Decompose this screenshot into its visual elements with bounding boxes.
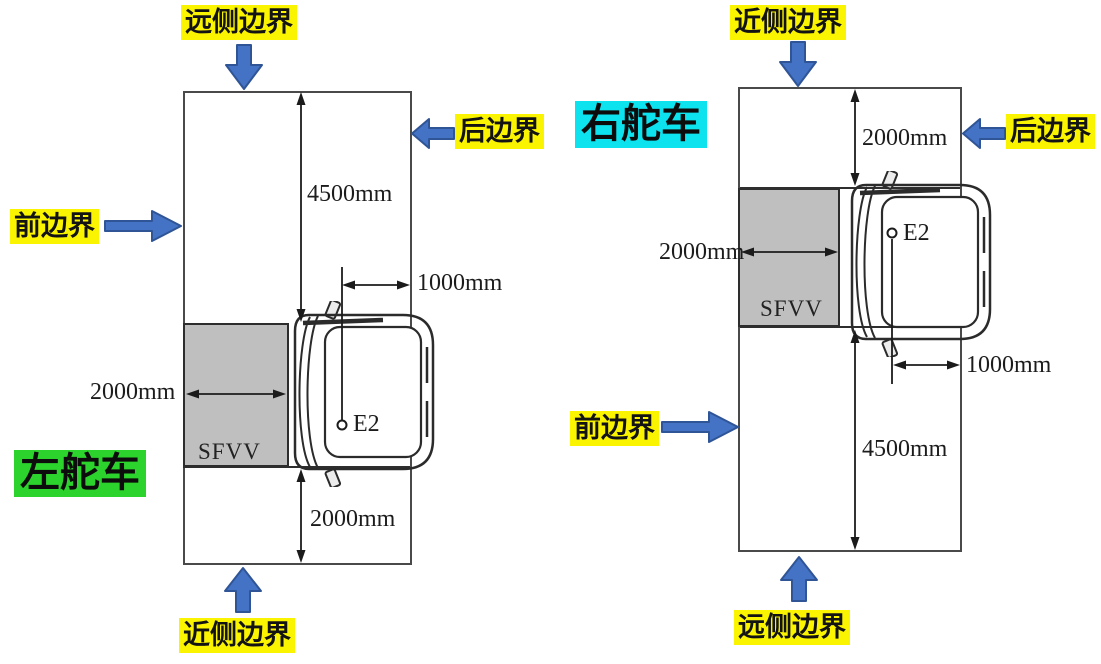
left-dim-1000-label: 1000mm	[417, 270, 503, 296]
left-dim-2000-width-label: 2000mm	[90, 379, 176, 405]
left-dim-4500-label: 4500mm	[307, 181, 393, 207]
right-front-arrow-icon	[661, 411, 739, 443]
left-dim-2000-width-line	[186, 389, 286, 399]
right-far-side-arrow-icon	[780, 556, 818, 602]
right-far-side-boundary-label: 远侧边界	[734, 610, 850, 646]
left-front-boundary-label: 前边界	[10, 209, 99, 245]
right-near-side-arrow-icon	[779, 41, 817, 87]
right-dim-2000-width-line	[741, 247, 838, 257]
right-sfvv-zone-label: SFVV	[760, 296, 823, 321]
left-eyepoint-e2-marker	[336, 419, 348, 431]
right-near-side-boundary-label: 近侧边界	[730, 5, 846, 41]
right-dim-4500-line	[850, 330, 860, 550]
right-dim-2000-width-label: 2000mm	[659, 239, 745, 265]
right-front-boundary-label: 前边界	[570, 411, 659, 447]
left-dim-2000-near-line	[296, 469, 306, 563]
left-rear-arrow-icon	[411, 118, 455, 149]
right-dim-1000-line	[891, 239, 960, 384]
right-rear-boundary-label: 后边界	[1006, 114, 1095, 150]
left-near-side-boundary-label: 近侧边界	[179, 618, 295, 654]
right-dim-2000-near-label: 2000mm	[862, 125, 948, 151]
left-dim-4500-line	[296, 92, 306, 322]
left-dim-1000-line	[341, 267, 410, 420]
left-near-side-arrow-icon	[224, 567, 262, 613]
left-far-side-boundary-label: 远侧边界	[181, 5, 297, 41]
left-diagram-title: 左舵车	[14, 450, 146, 498]
left-far-side-arrow-icon	[225, 44, 263, 90]
left-front-arrow-icon	[104, 210, 182, 242]
left-rear-boundary-label: 后边界	[455, 114, 544, 150]
right-diagram-title: 右舵车	[575, 101, 707, 149]
right-dim-2000-near-line	[850, 89, 860, 186]
right-dim-1000-label: 1000mm	[966, 352, 1052, 378]
right-eyepoint-label: E2	[903, 220, 930, 246]
right-eyepoint-e2-marker	[886, 227, 898, 239]
right-rear-arrow-icon	[962, 118, 1006, 149]
right-dim-4500-label: 4500mm	[862, 436, 948, 462]
left-dim-2000-near-label: 2000mm	[310, 506, 396, 532]
left-sfvv-zone-label: SFVV	[198, 439, 261, 464]
left-eyepoint-label: E2	[353, 411, 380, 437]
